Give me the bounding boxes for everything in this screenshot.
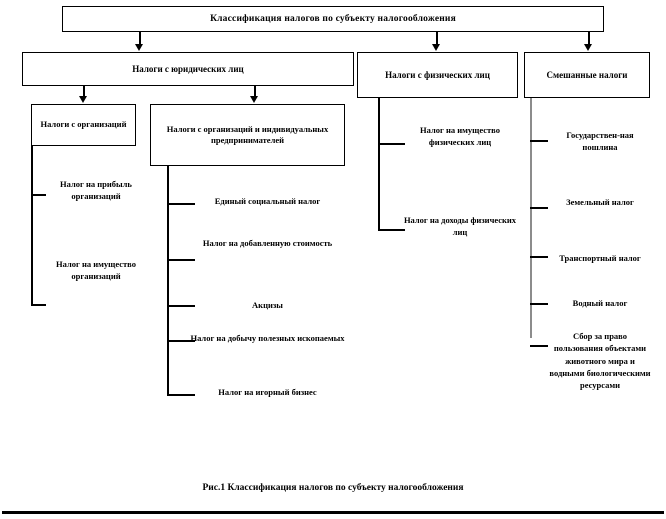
tick-orgip-tax-5: [167, 394, 195, 396]
leaf-mixed-tax-state-duty-label: Государствен-ная пошлина: [566, 130, 634, 153]
leaf-org-tax-property-label: Налог на имущество организаций: [56, 259, 136, 282]
trunk-organizations-and-ip: [167, 166, 169, 395]
leaf-orgip-tax-vat: Налог на добавленную стоимость: [190, 237, 345, 249]
tick-individual-tax-1: [378, 143, 405, 145]
leaf-orgip-tax-mineral-label: Налог на добычу полезных ископаемых: [190, 333, 345, 343]
leaf-mixed-tax-land: Земельный налог: [548, 196, 652, 208]
node-root-classification: Классификация налогов по субъекту налого…: [62, 6, 604, 32]
arrow-root-to-mixed: [584, 44, 592, 51]
node-mixed-taxes: Смешанные налоги: [524, 52, 650, 98]
tick-orgip-tax-1: [167, 203, 195, 205]
trunk-organizations: [31, 146, 33, 305]
leaf-orgip-tax-excise-label: Акцизы: [252, 300, 283, 310]
leaf-individual-tax-income-label: Налог на доходы физических лиц: [403, 215, 517, 238]
tick-mixed-tax-5: [530, 345, 548, 347]
leaf-orgip-tax-social-label: Единый социальный налог: [214, 196, 321, 206]
node-root-label: Классификация налогов по субъекту налого…: [210, 13, 456, 24]
trunk-individuals: [378, 98, 380, 231]
leaf-mixed-tax-transport-label: Транспортный налог: [559, 253, 641, 263]
connector-root-to-mixed: [588, 32, 590, 45]
leaf-mixed-tax-wildlife-fee-label: Сбор за право пользования объектами живо…: [549, 331, 651, 391]
node-individuals: Налоги с физических лиц: [357, 52, 518, 98]
leaf-mixed-tax-land-label: Земельный налог: [566, 197, 634, 207]
leaf-mixed-tax-wildlife-fee: Сбор за право пользования объектами живо…: [548, 330, 652, 392]
leaf-individual-tax-income: Налог на доходы физических лиц: [400, 214, 520, 239]
leaf-individual-tax-property-label: Налог на имущество физических лиц: [420, 125, 500, 148]
node-organizations-and-ip-label: Налоги с организаций и индивидуальных пр…: [166, 123, 329, 145]
leaf-org-tax-property: Налог на имущество организаций: [46, 258, 146, 283]
leaf-mixed-tax-transport: Транспортный налог: [548, 252, 652, 264]
connector-legal-to-org: [83, 86, 85, 97]
tick-orgip-tax-4: [167, 340, 195, 342]
node-mixed-taxes-label: Смешанные налоги: [546, 69, 628, 80]
tick-mixed-tax-1: [530, 140, 548, 142]
tick-orgip-tax-3: [167, 305, 195, 307]
node-organizations: Налоги с организаций: [31, 104, 136, 146]
figure-caption-text: Рис.1 Классификация налогов по субъекту …: [202, 483, 464, 493]
trunk-mixed-taxes: [530, 98, 532, 338]
node-legal-entities-label: Налоги с юридических лиц: [132, 63, 244, 74]
connector-root-to-individual: [436, 32, 438, 45]
arrow-legal-to-org: [79, 96, 87, 103]
tick-individual-tax-2: [378, 229, 405, 231]
tick-org-tax-2: [31, 304, 46, 306]
tick-mixed-tax-3: [530, 256, 548, 258]
arrow-root-to-legal: [135, 44, 143, 51]
leaf-orgip-tax-mineral: Налог на добычу полезных ископаемых: [190, 332, 345, 344]
arrow-root-to-individual: [432, 44, 440, 51]
node-legal-entities: Налоги с юридических лиц: [22, 52, 354, 86]
tick-orgip-tax-2: [167, 259, 195, 261]
node-individuals-label: Налоги с физических лиц: [385, 69, 490, 80]
leaf-orgip-tax-social: Единый социальный налог: [190, 195, 345, 207]
connector-root-to-legal: [139, 32, 141, 45]
leaf-mixed-tax-water-label: Водный налог: [572, 298, 628, 308]
tick-org-tax-1: [31, 194, 46, 196]
leaf-org-tax-profit-label: Налог на прибыль организаций: [60, 179, 132, 202]
bottom-divider: [2, 511, 664, 514]
leaf-orgip-tax-excise: Акцизы: [190, 299, 345, 311]
leaf-orgip-tax-gambling-label: Налог на игорный бизнес: [218, 387, 317, 397]
arrow-legal-to-org-ip: [250, 96, 258, 103]
tick-mixed-tax-4: [530, 303, 548, 305]
leaf-org-tax-profit: Налог на прибыль организаций: [46, 178, 146, 203]
leaf-orgip-tax-vat-label: Налог на добавленную стоимость: [202, 238, 333, 248]
node-organizations-and-ip: Налоги с организаций и индивидуальных пр…: [150, 104, 345, 166]
leaf-mixed-tax-state-duty: Государствен-ная пошлина: [548, 129, 652, 154]
connector-legal-to-org-ip: [254, 86, 256, 97]
leaf-mixed-tax-water: Водный налог: [548, 297, 652, 309]
tick-mixed-tax-2: [530, 207, 548, 209]
node-organizations-label: Налоги с организаций: [40, 119, 127, 130]
figure-caption: Рис.1 Классификация налогов по субъекту …: [0, 483, 666, 493]
leaf-individual-tax-property: Налог на имущество физических лиц: [400, 124, 520, 149]
leaf-orgip-tax-gambling: Налог на игорный бизнес: [190, 386, 345, 398]
